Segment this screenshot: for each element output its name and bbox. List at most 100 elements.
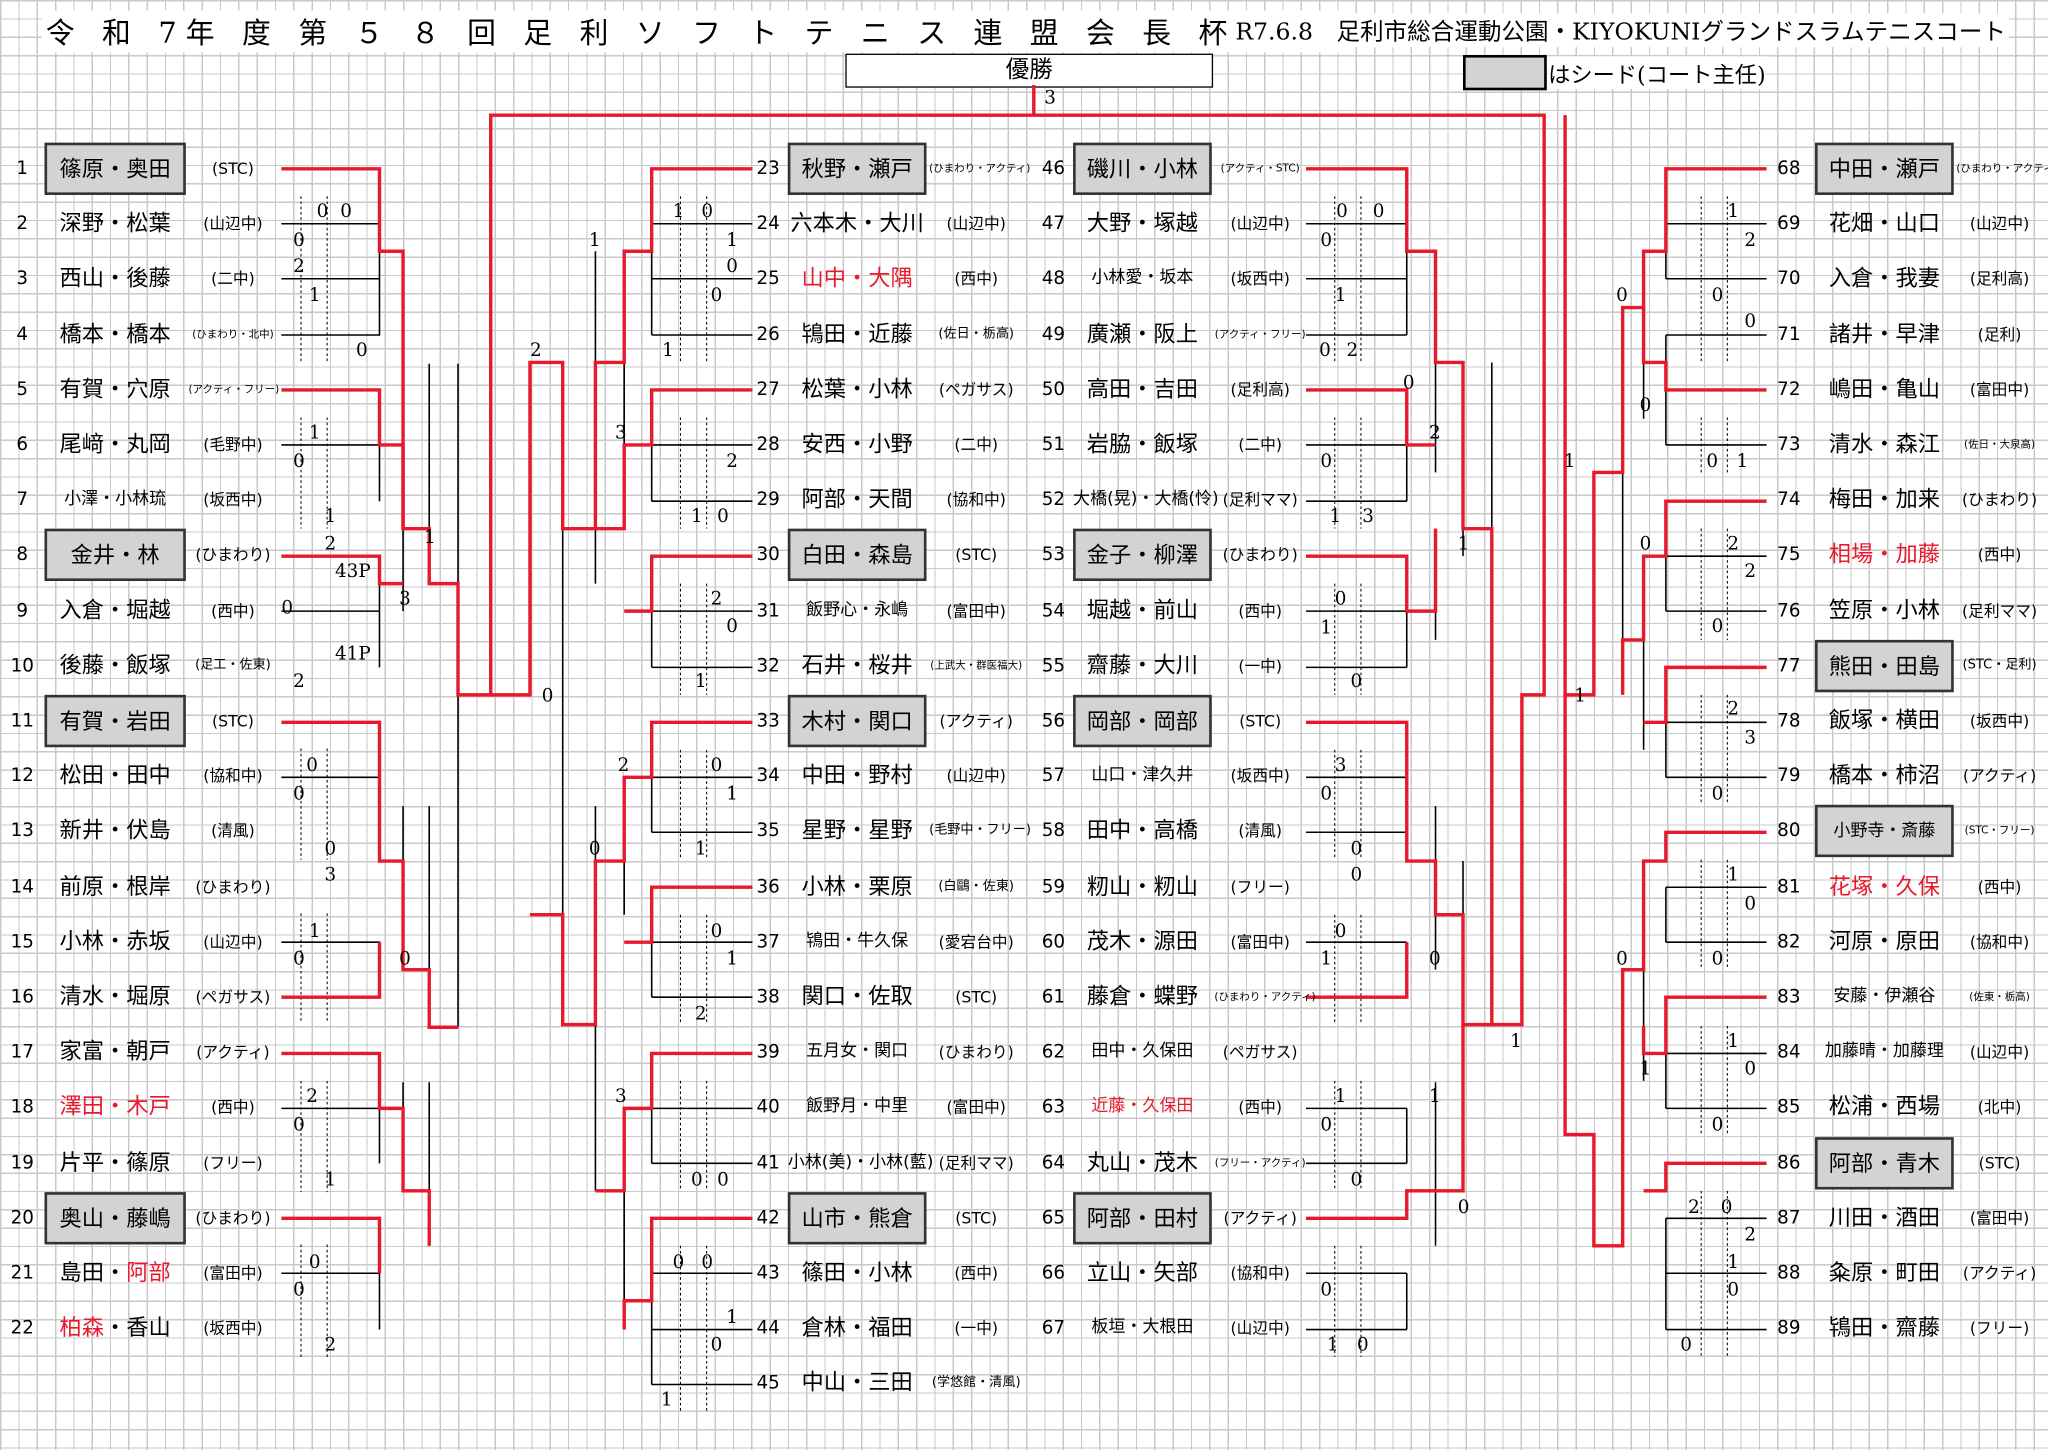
club-name: (西中) [211, 601, 255, 620]
champion-box: 優勝 [845, 53, 1214, 88]
entry-number: 21 [10, 1262, 34, 1284]
match-score: 1 [694, 671, 707, 693]
pair-name: 澤田・木戸 [59, 1094, 171, 1121]
match-score: 0 [717, 1169, 729, 1191]
club-name: (西中) [1977, 546, 2022, 565]
pair-name: 清水・堀原 [59, 984, 171, 1011]
match-score: 0 [293, 1114, 305, 1136]
seeded-pair-name: 磯川・小林 [1073, 142, 1212, 195]
entry-number: 86 [1777, 1152, 1801, 1174]
match-score: 0 [1639, 533, 1652, 555]
club-name: (学悠館・清風) [931, 1375, 1021, 1391]
match-score: 1 [1457, 533, 1470, 555]
club-name: (毛野中) [203, 435, 263, 455]
match-score: 2 [1346, 340, 1359, 362]
club-name: (坂西中) [203, 490, 263, 510]
entry-number: 1 [16, 158, 29, 180]
club-name: (山辺中) [946, 767, 1006, 786]
match-score: 3 [615, 422, 627, 444]
match-score: 0 [1680, 1334, 1692, 1356]
match-score: 0 [293, 451, 305, 473]
pair-name: 堀越・前山 [1086, 597, 1199, 624]
pair-name: 河原・原田 [1828, 928, 1940, 956]
entry-number: 49 [1041, 324, 1066, 345]
club-name: (坂西中) [1969, 711, 2030, 731]
entry-number: 76 [1777, 600, 1801, 622]
match-score: 1 [1727, 1031, 1740, 1053]
pair-name: 板垣・大根田 [1091, 1318, 1194, 1338]
entry-number: 58 [1041, 821, 1066, 842]
club-name: (二中) [954, 435, 999, 455]
entry-number: 24 [756, 213, 780, 235]
club-name: (坂西中) [1230, 767, 1290, 786]
pair-name: 飯野月・中里 [806, 1097, 909, 1117]
club-name: (アクティ) [939, 711, 1013, 731]
club-name: (山辺中) [946, 214, 1006, 234]
match-score: 0 [701, 1252, 714, 1274]
seeded-pair-name: 熊田・田島 [1815, 639, 1954, 692]
club-name: (ひまわり・北中) [192, 327, 274, 340]
match-score: 0 [1744, 311, 1757, 333]
match-score: 1 [308, 921, 321, 943]
entry-number: 42 [756, 1207, 780, 1229]
pair-name: 後藤・飯塚 [59, 652, 171, 679]
entry-number: 82 [1777, 931, 1801, 953]
club-name: (アクティ) [1962, 1264, 2037, 1283]
entry-number: 71 [1777, 324, 1801, 345]
match-score: 1 [694, 838, 707, 860]
pair-name: 鴇田・牛久保 [806, 931, 909, 952]
match-score: 0 [726, 256, 738, 278]
pair-name: 高田・吉田 [1086, 376, 1199, 403]
pair-name: 諸井・早津 [1828, 321, 1940, 348]
club-name: (ひまわり) [195, 546, 271, 565]
club-name: (STC) [1978, 1153, 2021, 1172]
match-score: 0 [710, 921, 723, 943]
match-score: 0 [710, 285, 723, 307]
entry-number: 46 [1041, 158, 1066, 180]
club-name: (山辺中) [1230, 214, 1290, 234]
club-name: (足工・佐東) [195, 657, 271, 673]
match-score: 1 [662, 340, 674, 362]
match-score: 3 [399, 588, 411, 610]
entry-number: 4 [16, 324, 29, 345]
pair-name: 松田・田中 [59, 763, 171, 790]
match-score: 3 [615, 1086, 627, 1108]
club-name: (協和中) [1230, 1264, 1290, 1283]
club-name: (足利高) [1230, 380, 1290, 399]
seed-legend-swatch [1463, 54, 1547, 91]
entry-number: 57 [1041, 765, 1066, 787]
match-score: 0 [1720, 1197, 1733, 1219]
pair-name: 近藤・久保田 [1091, 1097, 1194, 1117]
match-score: 0 [1350, 864, 1363, 886]
entry-number: 47 [1041, 213, 1066, 235]
match-score: 0 [690, 1169, 703, 1191]
match-score: 2 [293, 256, 305, 278]
match-score: 0 [1616, 285, 1628, 307]
club-name: (佐日・大泉高) [1964, 438, 2036, 451]
match-score: 2 [324, 1334, 337, 1356]
club-name: (二中) [1238, 435, 1283, 455]
match-score: 0 [1711, 1114, 1724, 1136]
match-score: 3 [1744, 727, 1757, 749]
entry-number: 22 [10, 1318, 34, 1339]
club-name: (ペガサス) [938, 380, 1014, 399]
match-score: 1 [1428, 1086, 1441, 1108]
match-score: 0 [1334, 921, 1347, 943]
club-name: (ペガサス) [1222, 1043, 1298, 1062]
club-name: (佐東・栃高) [1969, 990, 2030, 1003]
final-score: 3 [1044, 87, 1056, 109]
pair-name: 藤倉・蝶野 [1086, 984, 1199, 1011]
pair-name: 花畑・山口 [1828, 210, 1940, 238]
entry-number: 11 [10, 710, 34, 732]
match-score: 0 [1711, 783, 1724, 805]
club-name: (ひまわり) [195, 877, 271, 896]
match-score: 0 [340, 201, 352, 223]
entry-number: 3 [16, 268, 29, 290]
entry-number: 13 [10, 821, 34, 842]
match-score: 0 [1711, 616, 1724, 638]
club-name: (ひまわり・アクティ) [1956, 162, 2048, 175]
club-name: (富田中) [1969, 380, 2030, 399]
match-score: 0 [1727, 1279, 1740, 1301]
match-score: 1 [1320, 617, 1333, 639]
